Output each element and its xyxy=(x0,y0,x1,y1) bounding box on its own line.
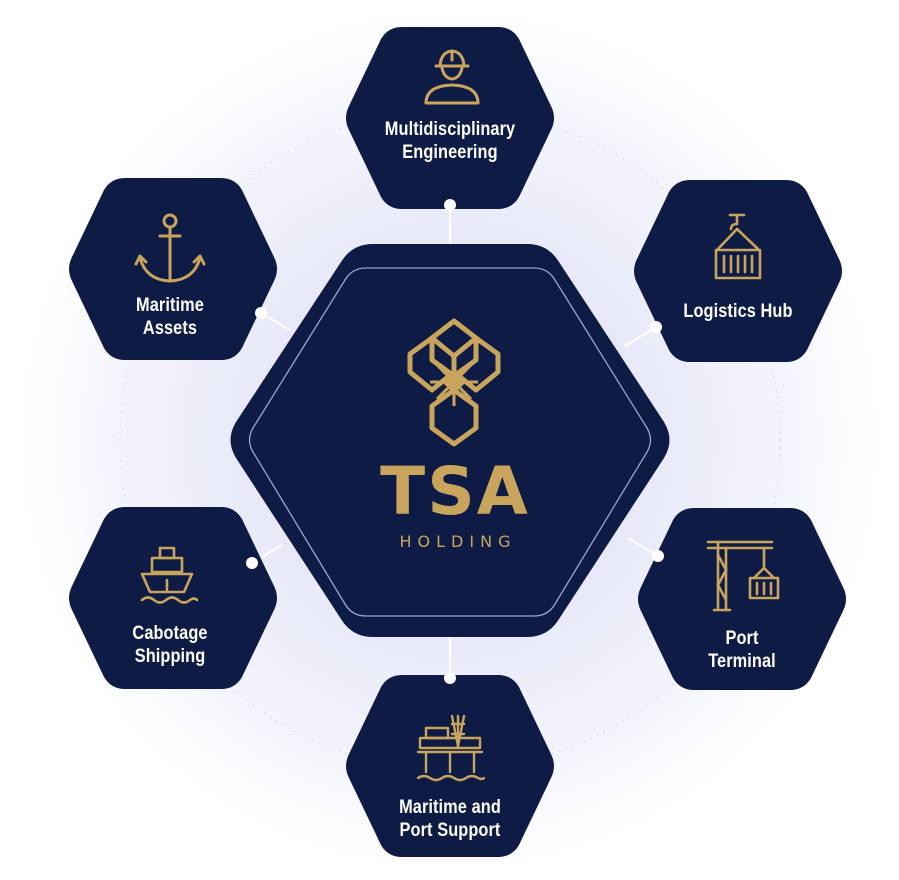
brand-subtitle: HOLDING xyxy=(399,532,517,551)
hexagon-engineering xyxy=(346,27,554,209)
worker-helmet-icon xyxy=(424,49,480,105)
port-crane-icon xyxy=(706,540,780,612)
connector-dots xyxy=(246,199,664,684)
dot-cabotage xyxy=(246,557,258,569)
center-hexagon-inner xyxy=(248,267,652,617)
dot-logistics xyxy=(650,321,662,333)
dot-support xyxy=(444,672,456,684)
hexagon-assets xyxy=(69,178,277,360)
label-logistics: Logistics Hub xyxy=(683,301,793,322)
label-cabotage: Cabotage Shipping xyxy=(132,623,208,667)
tsa-logo-emblem xyxy=(407,318,501,447)
label-support: Maritime and Port Support xyxy=(399,797,501,841)
anchor-icon xyxy=(134,213,206,283)
dot-port-terminal xyxy=(652,550,664,562)
hexagon-port-terminal xyxy=(638,508,846,690)
label-engineering: Multidisciplinary Engineering xyxy=(384,119,516,163)
connector-logistics xyxy=(624,326,657,347)
dot-engineering xyxy=(444,199,456,211)
label-assets: Maritime Assets xyxy=(136,295,204,339)
label-port-terminal: Port Terminal xyxy=(708,628,776,672)
brand-title: TSA xyxy=(380,453,530,530)
dot-assets xyxy=(255,307,267,319)
crane-container-icon xyxy=(714,213,762,280)
offshore-platform-icon xyxy=(416,714,486,782)
ship-icon xyxy=(140,546,199,604)
